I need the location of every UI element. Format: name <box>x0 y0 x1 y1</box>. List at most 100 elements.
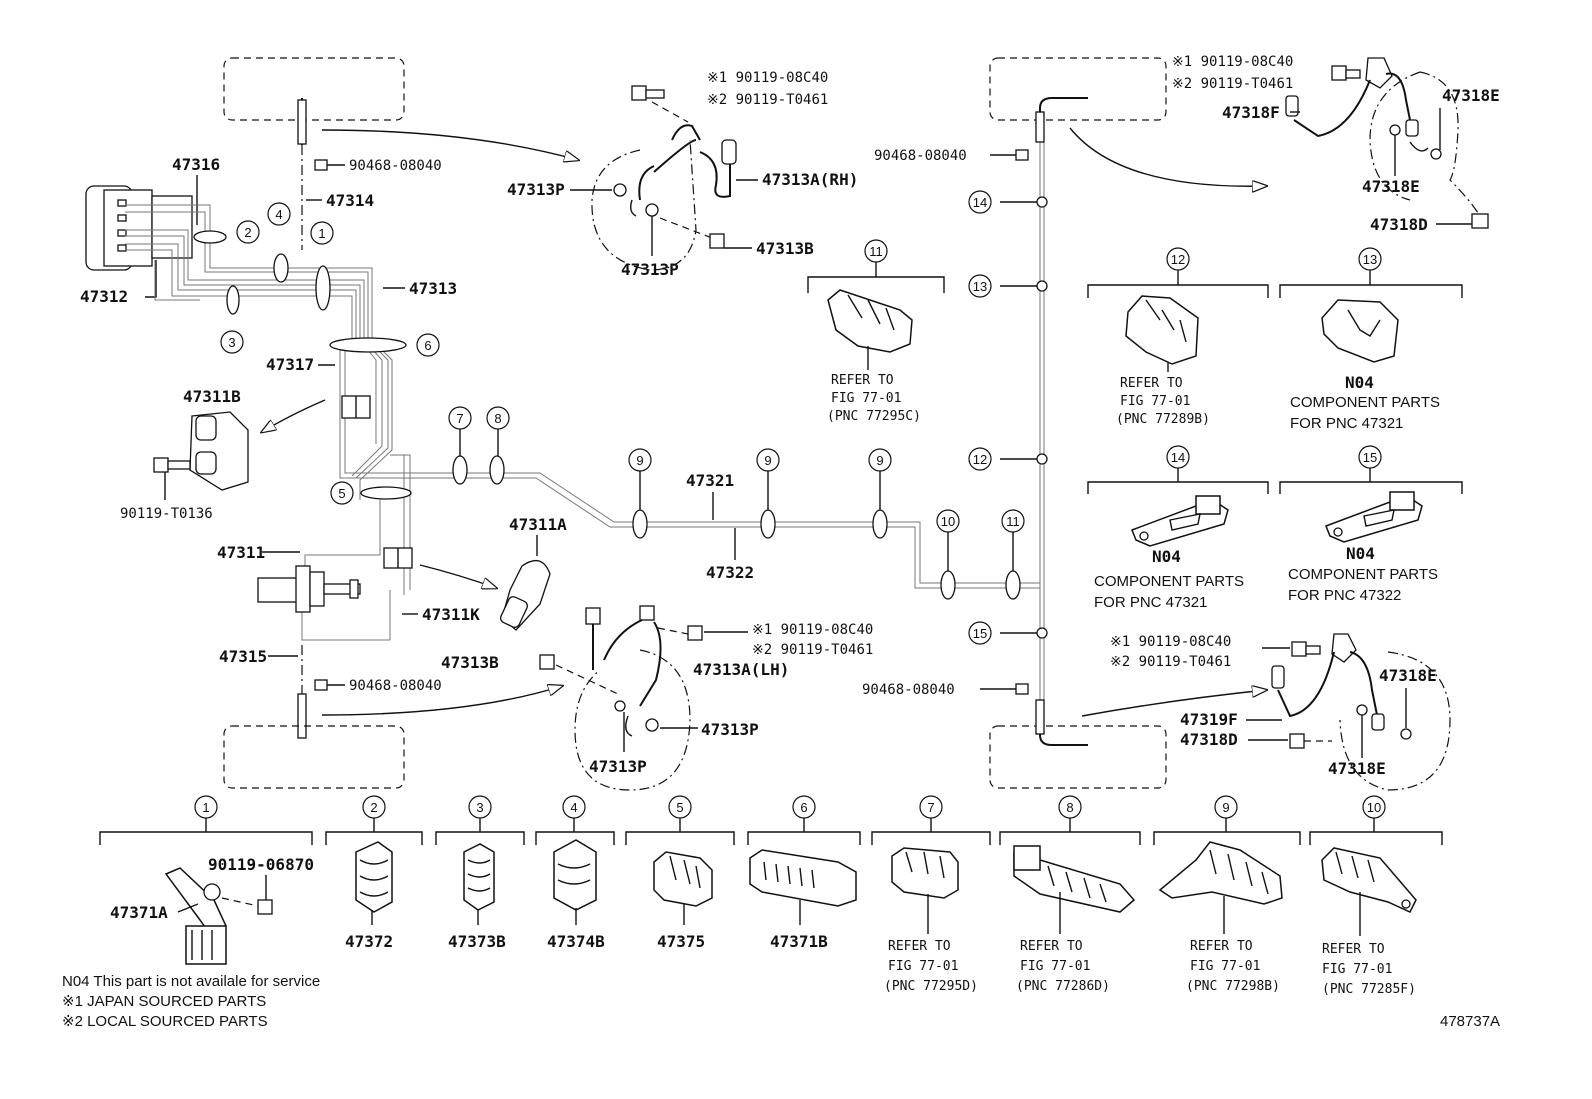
circle-ref: 9 <box>756 448 780 472</box>
circle-ref: 12 <box>968 447 992 471</box>
part-label: 47374B <box>547 932 605 951</box>
circle-ref: 15 <box>968 621 992 645</box>
note-text: ※1 JAPAN SOURCED PARTS <box>62 993 266 1010</box>
svg-text:8: 8 <box>494 411 501 426</box>
callout-text: REFER TO <box>1020 939 1083 954</box>
circle-ref: 9 <box>868 448 892 472</box>
front-wheel-area-left <box>223 725 405 789</box>
bolt-icon <box>709 233 725 249</box>
circle-ref: 8 <box>1058 795 1082 819</box>
part-label: 90119-T0136 <box>120 506 213 522</box>
callout-text: FOR PNC 47321 <box>1290 415 1403 432</box>
part-label: 47311B <box>183 387 241 406</box>
callout-text: FIG 77-01 <box>888 959 958 974</box>
part-label: 47318E <box>1442 86 1500 105</box>
svg-text:14: 14 <box>1171 450 1185 465</box>
circle-ref: 7 <box>448 406 472 430</box>
callout-text: REFER TO <box>888 939 951 954</box>
callout-text: FOR PNC 47322 <box>1288 587 1401 604</box>
part-label: 90119-06870 <box>208 855 314 874</box>
note-text: ※1 90119-08C40 <box>1172 54 1293 70</box>
part-label: 47318E <box>1328 759 1386 778</box>
callout-text: N04 <box>1152 547 1181 566</box>
note-text: ※2 90119-T0461 <box>707 92 828 108</box>
callout-text: FIG 77-01 <box>1120 394 1190 409</box>
circle-ref: 11 <box>1001 509 1025 533</box>
clip-icon <box>314 159 328 171</box>
bolt-icon <box>687 625 703 641</box>
proportioning-valve-icon <box>85 185 193 271</box>
part-label: 47316 <box>172 155 220 174</box>
note-text: ※1 90119-08C40 <box>1110 634 1231 650</box>
note-text: ※2 90119-T0461 <box>752 642 873 658</box>
part-label: 47312 <box>80 287 128 306</box>
svg-text:1: 1 <box>318 226 325 241</box>
bolt-icon <box>1289 733 1305 749</box>
clip-icon <box>314 679 328 691</box>
part-label: 47318F <box>1222 103 1280 122</box>
circle-ref: 6 <box>792 795 816 819</box>
callout-15 <box>1279 468 1463 543</box>
part-label: 47375 <box>657 932 705 951</box>
svg-text:7: 7 <box>456 411 463 426</box>
figure-id: 478737A <box>1440 1013 1500 1030</box>
callout-13 <box>1279 270 1463 363</box>
svg-text:5: 5 <box>676 800 683 815</box>
circle-ref: 4 <box>267 202 291 226</box>
svg-text:7: 7 <box>927 800 934 815</box>
clamp-icon <box>653 851 713 907</box>
svg-text:14: 14 <box>973 195 987 210</box>
front-lh-hose-detail <box>539 605 703 791</box>
svg-text:12: 12 <box>1171 252 1185 267</box>
svg-text:15: 15 <box>973 626 987 641</box>
callout-text: FIG 77-01 <box>1020 959 1090 974</box>
circle-ref: 3 <box>468 795 492 819</box>
rear-rh-hose-detail <box>1285 57 1489 229</box>
svg-text:4: 4 <box>275 207 282 222</box>
svg-text:15: 15 <box>1363 450 1377 465</box>
part-label: 47311A <box>509 515 567 534</box>
callout-text: FIG 77-01 <box>1190 959 1260 974</box>
callout-text: (PNC 77286D) <box>1016 979 1110 994</box>
note-text: N04 This part is not availale for servic… <box>62 973 320 990</box>
svg-text:4: 4 <box>570 800 577 815</box>
part-label: 47318E <box>1379 666 1437 685</box>
rear-wheel-area-left <box>989 725 1167 789</box>
part-label: 47313B <box>441 653 499 672</box>
svg-text:8: 8 <box>1066 800 1073 815</box>
callout-11 <box>807 262 945 370</box>
circle-ref: 10 <box>936 509 960 533</box>
circle-ref: 9 <box>1214 795 1238 819</box>
svg-text:2: 2 <box>370 800 377 815</box>
svg-text:6: 6 <box>424 338 431 353</box>
part-label: 90468-08040 <box>349 678 442 694</box>
circle-ref: 14 <box>968 190 992 214</box>
circle-ref: 2 <box>362 795 386 819</box>
svg-text:3: 3 <box>228 335 235 350</box>
clamp-icon <box>1321 847 1417 913</box>
svg-text:12: 12 <box>973 452 987 467</box>
part-label: 47313P <box>507 180 565 199</box>
callout-text: (PNC 77298B) <box>1186 979 1280 994</box>
svg-text:10: 10 <box>1367 800 1381 815</box>
callout-12 <box>1087 270 1269 372</box>
part-label: 47371A <box>110 903 168 922</box>
clip-icon <box>1015 683 1029 695</box>
bolt-icon <box>153 457 191 473</box>
part-label: 47318D <box>1180 730 1238 749</box>
circle-ref: 1 <box>310 221 334 245</box>
note-text: ※2 90119-T0461 <box>1172 76 1293 92</box>
callout-text: (PNC 77285F) <box>1322 982 1416 997</box>
circle-ref: 7 <box>919 795 943 819</box>
svg-text:9: 9 <box>876 453 883 468</box>
svg-text:3: 3 <box>476 800 483 815</box>
note-text: ※1 90119-08C40 <box>752 622 873 638</box>
circle-ref: 3 <box>220 330 244 354</box>
note-text: ※1 90119-08C40 <box>707 70 828 86</box>
callout-text: COMPONENT PARTS <box>1094 573 1244 590</box>
svg-text:2: 2 <box>244 225 251 240</box>
bolt-icon <box>1331 65 1347 81</box>
bolt-icon <box>1291 641 1307 657</box>
callout-text: (PNC 77295D) <box>884 979 978 994</box>
